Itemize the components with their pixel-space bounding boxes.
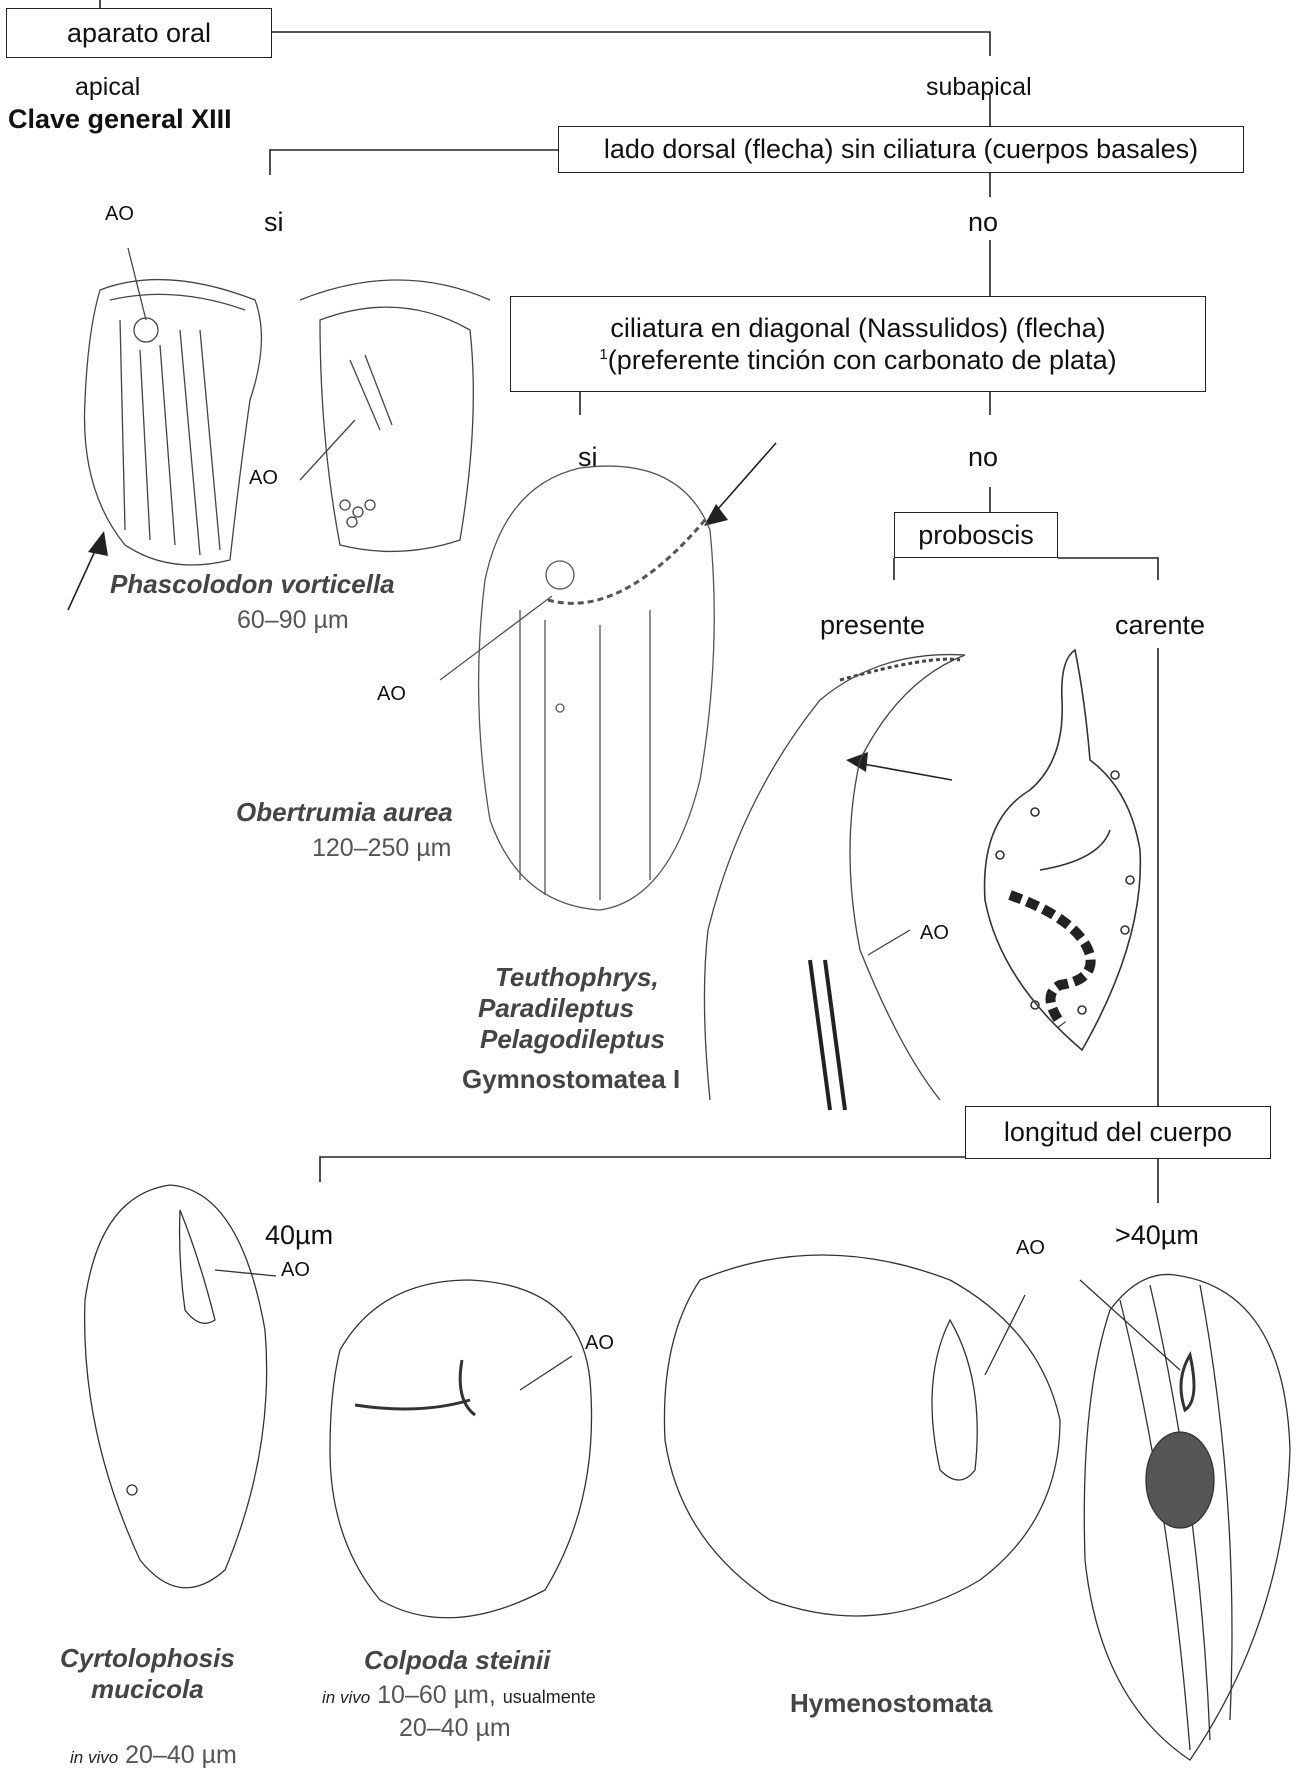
ao-label-dileptid: AO — [920, 922, 949, 945]
taxon-colpoda: Colpoda steinii — [364, 1645, 550, 1676]
ao-label-colpoda: AO — [585, 1332, 614, 1355]
group-gymnostomatea: Gymnostomatea I — [462, 1064, 680, 1095]
taxon-cyrtolophosis: Cyrtolophosis mucicola — [60, 1643, 235, 1705]
size-cyrtolophosis-prefix: in vivo — [70, 1748, 118, 1767]
branch-dorsal-yes: si — [264, 207, 284, 238]
size-colpoda-note: usualmente — [503, 1687, 596, 1707]
phascolodon-illustration — [85, 248, 491, 565]
size-colpoda-usual: 20–40 µm — [399, 1714, 511, 1743]
size-phascolodon: 60–90 µm — [237, 606, 349, 635]
ao-label-obertrumia: AO — [377, 683, 406, 706]
branch-subapical: subapical — [926, 73, 1032, 102]
dorsal-ciliature-box: lado dorsal (flecha) sin ciliatura (cuer… — [558, 126, 1244, 173]
taxon-pelagodileptus: Pelagodileptus — [478, 1024, 665, 1055]
size-cyrtolophosis: in vivo 20–40 µm — [70, 1741, 237, 1770]
branch-length-small: 40µm — [265, 1220, 333, 1251]
branch-length-large: >40µm — [1115, 1220, 1199, 1251]
ao-label-hymenostomata: AO — [1016, 1237, 1045, 1260]
body-length-box: longitud del cuerpo — [965, 1106, 1271, 1159]
proboscis-box: proboscis — [894, 512, 1058, 558]
ao-label-cyrtolophosis: AO — [281, 1259, 310, 1282]
oral-apparatus-box: aparato oral — [6, 8, 272, 58]
taxon-obertrumia: Obertrumia aurea — [236, 797, 453, 828]
taxon-cyrtolophosis-line2: mucicola — [60, 1674, 235, 1705]
taxon-teuthophrys: Teuthophrys, Paradileptus Pelagodileptus — [478, 962, 665, 1056]
taxon-phascolodon: Phascolodon vorticella — [110, 569, 395, 600]
group-hymenostomata: Hymenostomata — [790, 1688, 992, 1719]
obertrumia-illustration — [440, 466, 714, 910]
ao-label-phascolodon-2: AO — [249, 467, 278, 490]
diagonal-ciliature-line1: ciliatura en diagonal (Nassulidos) (flec… — [610, 312, 1105, 344]
size-colpoda-prefix: in vivo — [322, 1688, 370, 1707]
colpoda-illustration — [330, 1280, 592, 1618]
branch-diagonal-yes: si — [578, 442, 598, 473]
size-cyrtolophosis-value: 20–40 µm — [125, 1741, 237, 1769]
diagonal-ciliature-box: ciliatura en diagonal (Nassulidos) (flec… — [510, 296, 1206, 392]
branch-proboscis-absent: carente — [1115, 610, 1205, 641]
cyrtolophosis-illustration — [85, 1185, 276, 1588]
taxon-teuthophrys-line1: Teuthophrys, — [478, 962, 665, 993]
branch-apical: apical — [75, 73, 140, 102]
size-colpoda: in vivo 10–60 µm, usualmente — [322, 1681, 596, 1710]
footnote-mark: 1 — [599, 346, 607, 363]
taxon-paradileptus: Paradileptus — [478, 993, 665, 1024]
size-colpoda-value: 10–60 µm, — [377, 1681, 496, 1709]
hymenostomata-illustration — [664, 1255, 1290, 1760]
branch-proboscis-present: presente — [820, 610, 925, 641]
key-title: Clave general XIII — [8, 104, 232, 135]
branch-diagonal-no: no — [968, 442, 998, 473]
carente-illustration — [985, 650, 1141, 1050]
taxon-cyrtolophosis-line1: Cyrtolophosis — [60, 1643, 235, 1674]
dileptid-illustration — [704, 655, 965, 1110]
diagonal-ciliature-note: (preferente tinción con carbonato de pla… — [608, 345, 1117, 375]
branch-dorsal-no: no — [968, 207, 998, 238]
ao-label-phascolodon-1: AO — [105, 203, 134, 226]
diagonal-ciliature-line2: 1(preferente tinción con carbonato de pl… — [599, 344, 1116, 376]
size-obertrumia: 120–250 µm — [312, 834, 452, 863]
